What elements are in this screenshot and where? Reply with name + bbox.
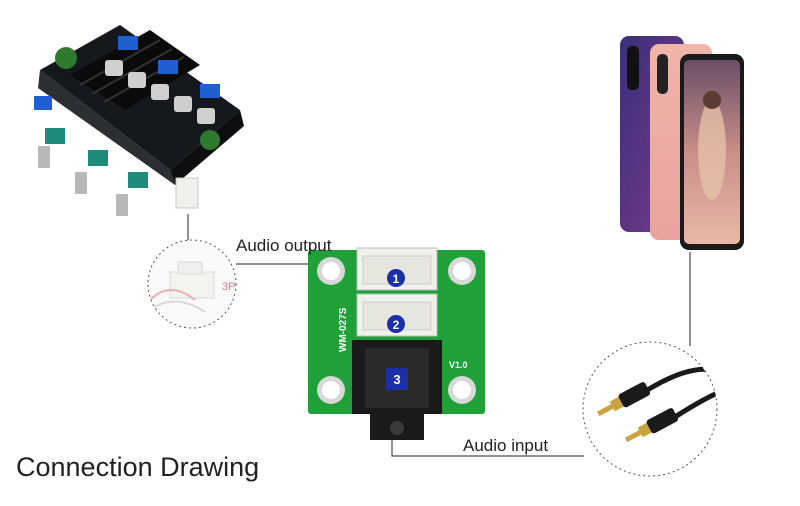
smartphones xyxy=(620,36,744,250)
pcb-version-label: V1.0 xyxy=(449,360,468,370)
amp-output-connector xyxy=(175,177,199,209)
port-number-3: 3 xyxy=(393,372,400,387)
port-number-1: 1 xyxy=(393,272,400,286)
terminal-blocks xyxy=(34,36,220,110)
inductors xyxy=(105,60,215,124)
port-number-2: 2 xyxy=(393,318,400,332)
pcb-model-label: WM-027S xyxy=(338,307,349,352)
mounting-holes xyxy=(317,257,476,404)
plug-detail-circle: 3P xyxy=(147,239,237,329)
cable-detail-circle xyxy=(582,341,718,477)
audio-jack-3: 3 xyxy=(352,340,442,440)
adapter-pcb: 1 2 3 WM-027S V1.0 xyxy=(308,247,485,440)
camera-strip xyxy=(657,54,668,94)
potentiometers xyxy=(38,128,148,216)
amplifier-board xyxy=(34,25,244,216)
plug-label: 3P xyxy=(222,281,235,293)
jack-plug-upper xyxy=(596,382,651,417)
capacitor xyxy=(55,47,77,69)
input-wire xyxy=(391,440,584,457)
camera-strip xyxy=(627,46,639,90)
audio-output-label: Audio output xyxy=(236,236,332,255)
audio-input-label: Audio input xyxy=(463,436,549,455)
diagram-title: Connection Drawing xyxy=(16,452,260,482)
connector-1: 1 xyxy=(356,247,438,291)
jack-plug-lower xyxy=(624,408,679,443)
connector-2: 2 xyxy=(356,293,438,337)
capacitor xyxy=(200,130,220,150)
